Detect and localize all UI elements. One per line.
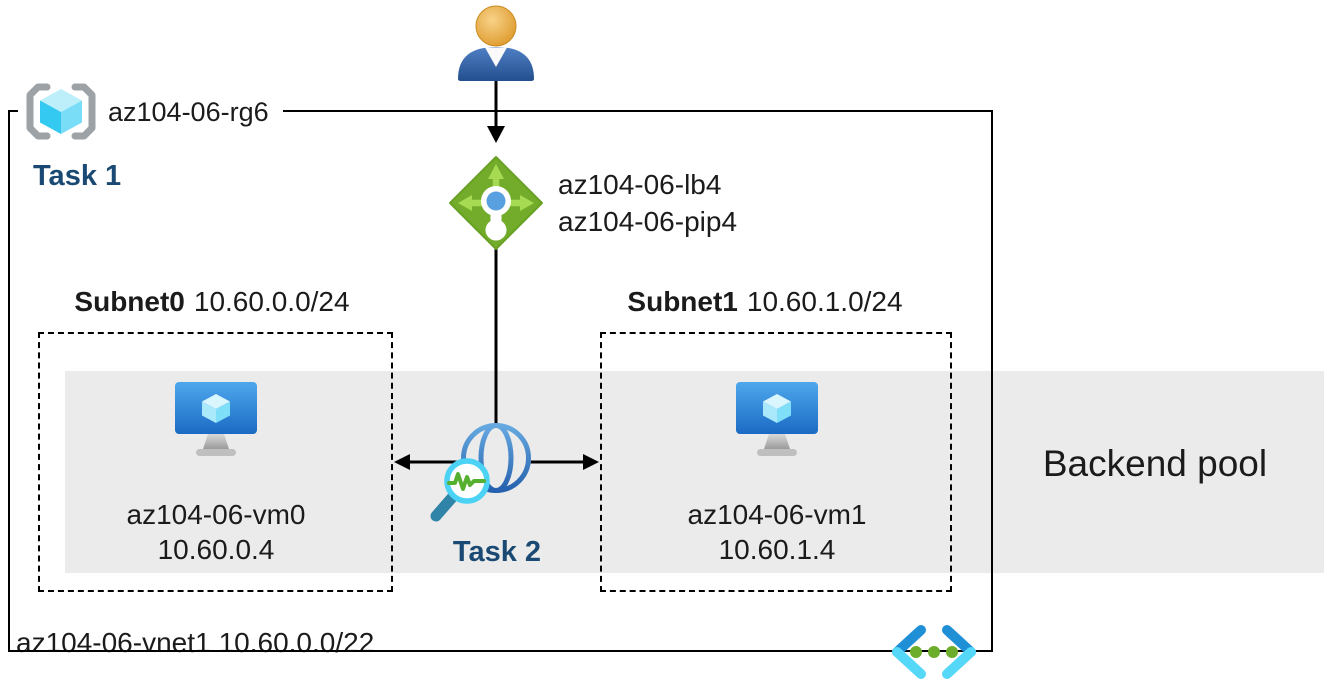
vnet-cidr: 10.60.0.0/22 (218, 627, 375, 658)
backend-pool-band (65, 371, 1324, 573)
subnet1-name: Subnet1 (627, 286, 738, 317)
vm1-label: az104-06-vm1 10.60.1.4 (688, 497, 867, 567)
resource-group-label: az104-06-rg6 (100, 94, 283, 130)
subnet0-label: Subnet0 10.60.0.0/24 (74, 286, 349, 318)
vm1-name: az104-06-vm1 (687, 499, 867, 530)
subnet1-box (600, 332, 952, 592)
user-icon (458, 5, 534, 81)
load-balancer-label: az104-06-lb4 az104-06-pip4 (558, 166, 737, 240)
subnet1-cidr: 10.60.1.0/24 (746, 286, 903, 317)
subnet0-box (38, 332, 393, 592)
vm0-name: az104-06-vm0 (126, 499, 306, 530)
task2-label: Task 2 (452, 536, 542, 568)
resource-group-box (8, 110, 993, 652)
subnet1-label: Subnet1 10.60.1.0/24 (627, 286, 902, 318)
subnet0-cidr: 10.60.0.0/24 (193, 286, 350, 317)
vm1-ip: 10.60.1.4 (718, 534, 836, 565)
vnet-name: az104-06-vnet1 (16, 627, 211, 658)
subnet0-name: Subnet0 (74, 286, 185, 317)
public-ip-name: az104-06-pip4 (558, 206, 738, 237)
load-balancer-name: az104-06-lb4 (558, 169, 722, 200)
vm0-label: az104-06-vm0 10.60.0.4 (127, 497, 306, 567)
backend-pool-label: Backend pool (1042, 443, 1268, 484)
task1-label: Task 1 (33, 160, 122, 192)
vm0-ip: 10.60.0.4 (157, 534, 275, 565)
